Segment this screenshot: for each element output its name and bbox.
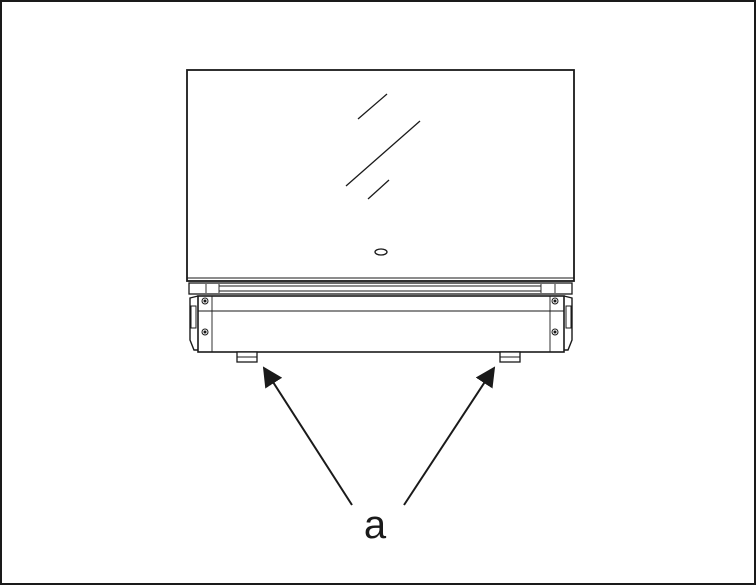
callout-arrow-left xyxy=(262,366,353,506)
screws xyxy=(201,297,559,336)
mounting-clip-left xyxy=(236,351,258,363)
glass-reflection-3 xyxy=(367,179,390,200)
glass-reflection-2 xyxy=(345,120,421,187)
screw-bottom-left xyxy=(201,328,209,336)
glass-door xyxy=(186,69,575,282)
hinge-rail xyxy=(188,282,573,295)
callout-arrow-right xyxy=(403,366,496,506)
screw-top-right xyxy=(551,297,559,305)
glass-reflection-1 xyxy=(357,93,388,120)
door-handle-hole xyxy=(374,248,388,256)
left-hinge-bracket xyxy=(189,295,199,351)
callout-label: a xyxy=(363,503,387,547)
mounting-panel xyxy=(197,295,565,353)
mounting-clip-right xyxy=(499,351,521,363)
right-hinge-bracket xyxy=(563,295,573,351)
screw-top-left xyxy=(201,297,209,305)
door-panel xyxy=(186,69,575,282)
screw-bottom-right xyxy=(551,328,559,336)
